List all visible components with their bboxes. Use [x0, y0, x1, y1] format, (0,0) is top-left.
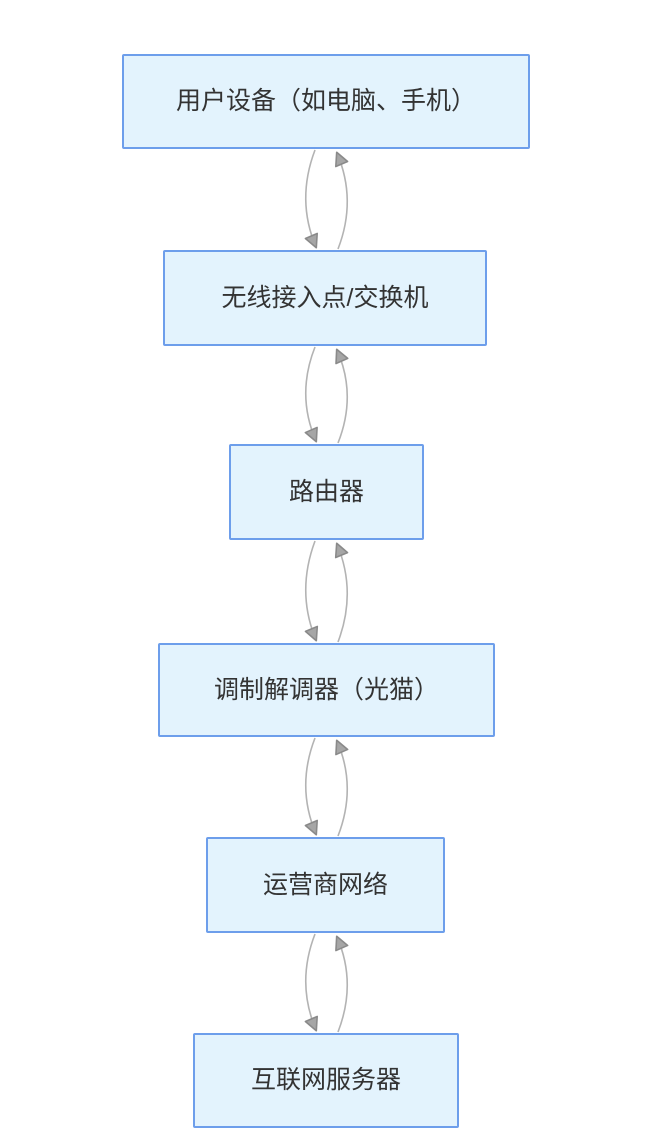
node-user-device: 用户设备（如电脑、手机） — [122, 54, 530, 149]
edge-2-down-arrow — [304, 346, 318, 443]
edge-4-down-arrow — [304, 737, 318, 836]
edge-2-up-arrow — [335, 348, 349, 444]
node-access-point: 无线接入点/交换机 — [163, 250, 487, 346]
edge-5-down-arrow — [304, 933, 318, 1032]
node-user-device-label: 用户设备（如电脑、手机） — [175, 87, 476, 115]
node-internet-server: 互联网服务器 — [193, 1033, 459, 1128]
edge-5-up-arrow — [335, 935, 349, 1033]
node-carrier-network: 运营商网络 — [206, 837, 445, 933]
node-router-label: 路由器 — [288, 477, 364, 506]
node-modem-label: 调制解调器（光猫） — [213, 675, 439, 704]
edge-3-up-arrow — [334, 542, 349, 643]
node-internet-server-label: 互联网服务器 — [250, 1066, 401, 1094]
node-access-point-label: 无线接入点/交换机 — [221, 283, 429, 312]
edge-1-down-arrow — [304, 149, 318, 249]
node-carrier-network-label: 运营商网络 — [262, 870, 388, 899]
edge-3-down-arrow — [304, 540, 319, 642]
edge-1-up-arrow — [335, 151, 349, 250]
node-modem: 调制解调器（光猫） — [158, 643, 495, 737]
node-router: 路由器 — [229, 444, 424, 540]
edge-4-up-arrow — [335, 739, 349, 837]
